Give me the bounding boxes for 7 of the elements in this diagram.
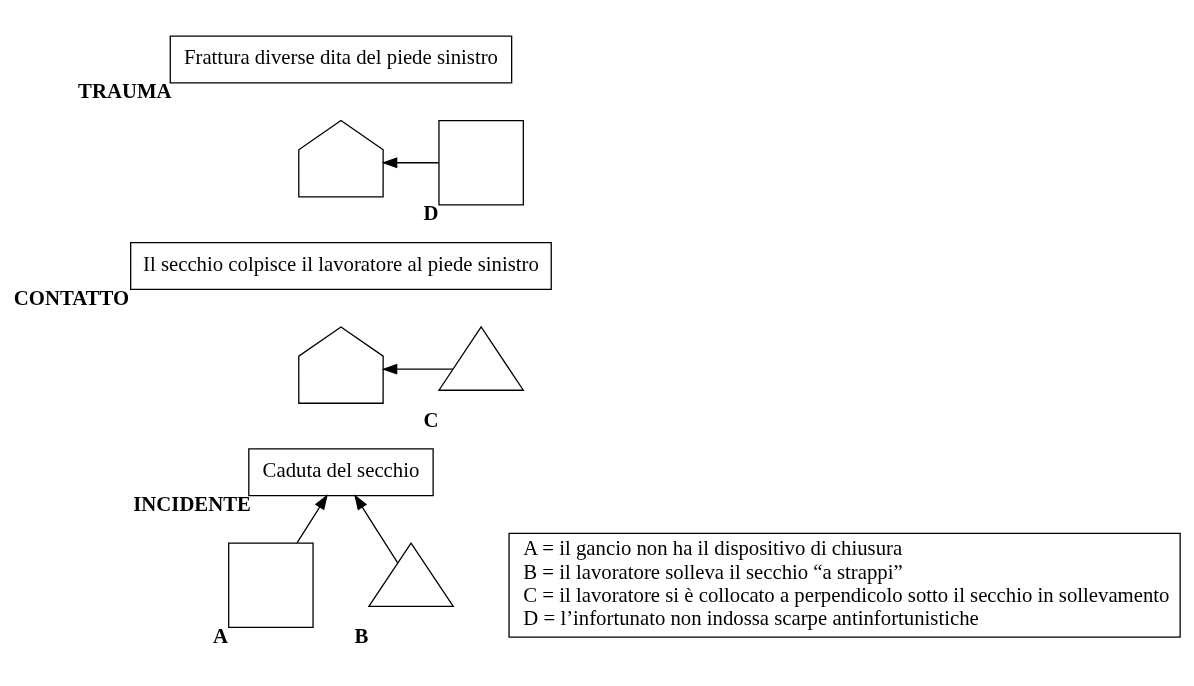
node-label: TRAUMA [78, 79, 172, 102]
node-label: B [354, 624, 369, 647]
node-label: D [423, 201, 439, 224]
node-label: A [213, 624, 229, 647]
node-label: INCIDENTE [133, 492, 251, 515]
node-label: CONTATTO [13, 286, 130, 309]
node-label: C [423, 408, 439, 431]
